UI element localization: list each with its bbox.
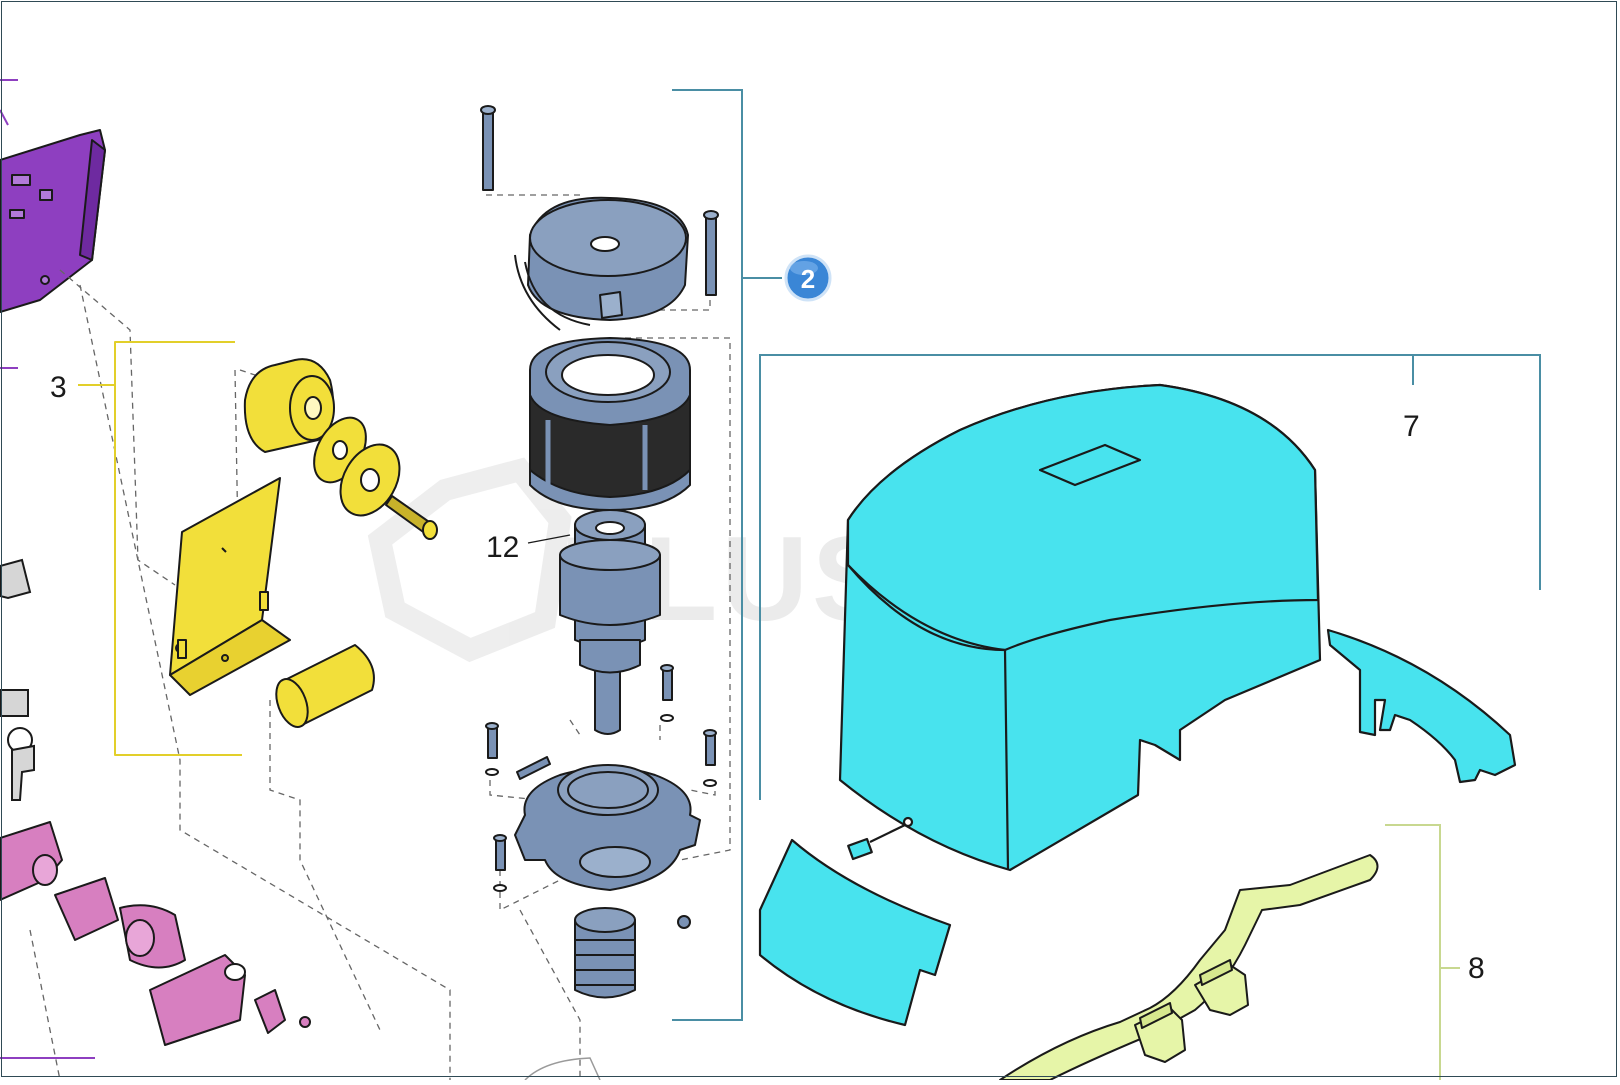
group-7-bracket: [759, 354, 1541, 800]
yellow-bracket-assembly: [78, 341, 438, 756]
arm-clip: [1134, 1002, 1186, 1063]
small-bolt: [485, 722, 499, 776]
callout-3: 3: [50, 371, 67, 404]
small-bolt: [493, 834, 507, 892]
cover-flap: [758, 838, 952, 1027]
main-cover: [838, 383, 1322, 872]
cover-side-trim: [1326, 628, 1517, 784]
purple-control-board: [0, 79, 106, 369]
motor-rotor: [559, 509, 661, 735]
long-bolt: [480, 105, 496, 191]
group-8-bracket: [1385, 824, 1460, 1080]
long-bolt: [703, 210, 719, 296]
cover-assembly: [758, 383, 1517, 1027]
yellow-bolt: [385, 495, 438, 540]
cover-screw: [847, 816, 914, 861]
yellow-mounting-plate: [169, 477, 291, 696]
motor-end-cap: [514, 196, 689, 331]
callout-12: 12: [486, 531, 519, 564]
badge-text: 2: [801, 264, 815, 294]
callout-12-leader: [527, 534, 571, 544]
small-bolt: [703, 729, 717, 787]
small-bolt: [660, 664, 674, 722]
worm-gear: [574, 907, 691, 999]
motor-stator: [529, 337, 691, 511]
group-2-bracket: [672, 89, 782, 1021]
arm-clip: [1194, 959, 1249, 1016]
yellow-cylinder: [275, 644, 375, 728]
yellow-roller: [243, 358, 335, 453]
drive-arm: [999, 854, 1379, 1081]
key-fittings: [0, 558, 35, 801]
pin: [516, 756, 551, 780]
group-2-badge: 2: [784, 254, 832, 302]
pink-lock-assembly: [0, 821, 311, 1059]
callout-8: 8: [1468, 952, 1485, 985]
callout-7: 7: [1403, 410, 1420, 443]
motor-stack: [480, 105, 719, 999]
bottom-fragment: [524, 1057, 601, 1081]
dashed-guide-lines-left: [29, 269, 451, 1081]
yellow-washer: [339, 443, 401, 517]
gear-housing: [514, 764, 701, 891]
